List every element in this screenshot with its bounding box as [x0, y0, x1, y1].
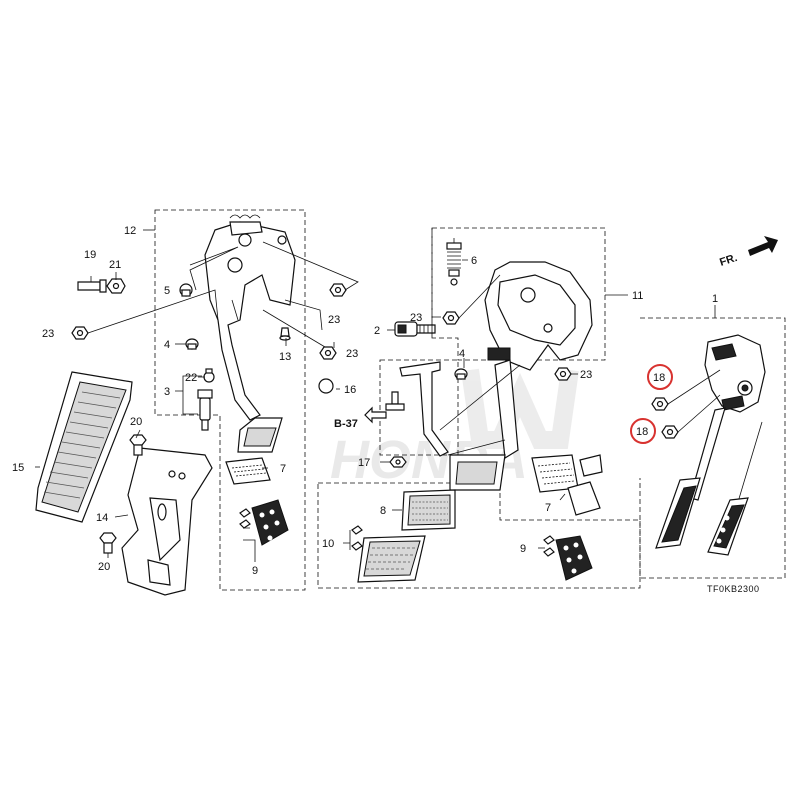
callout-4-center[interactable]: 4 — [459, 348, 465, 360]
callout-14[interactable]: 14 — [96, 512, 108, 524]
front-direction-label: FR. — [718, 252, 739, 269]
reference-arrow-b37[interactable] — [364, 406, 387, 424]
callout-7-center[interactable]: 7 — [545, 502, 551, 514]
pedal-rubber-pad-7-left[interactable] — [225, 457, 271, 485]
pedal-pad-9-left[interactable] — [239, 499, 289, 546]
pedal-bracket-11[interactable] — [449, 261, 593, 491]
pedal-rubber-pad-7-center[interactable] — [531, 454, 579, 493]
callout-15[interactable]: 15 — [12, 462, 24, 474]
spring-6[interactable] — [446, 242, 462, 286]
callout-23-center-top[interactable]: 23 — [410, 312, 422, 324]
nut-23-left[interactable] — [71, 326, 89, 340]
bolt-20-bottom[interactable] — [99, 532, 117, 554]
callout-12[interactable]: 12 — [124, 225, 136, 237]
callout-20-top[interactable]: 20 — [130, 416, 142, 428]
pedal-arm-left[interactable] — [204, 214, 296, 421]
callout-18-bottom[interactable]: 18 — [636, 426, 648, 438]
callout-8[interactable]: 8 — [380, 505, 386, 517]
callout-1[interactable]: 1 — [712, 293, 718, 305]
highlight-ring-18-top — [647, 364, 673, 390]
callout-23-mid1[interactable]: 23 — [328, 314, 340, 326]
accelerator-floor-pad[interactable] — [707, 421, 763, 556]
bushing-4-center[interactable] — [454, 368, 468, 380]
bracket-14[interactable] — [121, 447, 213, 596]
callout-5[interactable]: 5 — [164, 285, 170, 297]
callout-19[interactable]: 19 — [84, 249, 96, 261]
nut-21[interactable] — [106, 278, 126, 294]
nut-18-bottom[interactable] — [661, 425, 679, 439]
callout-17[interactable]: 17 — [358, 457, 370, 469]
cap-16[interactable] — [318, 378, 334, 394]
diagram-code: TF0KB2300 — [707, 584, 760, 594]
callout-2[interactable]: 2 — [374, 325, 380, 337]
bolt-20-top[interactable] — [129, 434, 147, 456]
brake-pedal-pad-left[interactable] — [237, 417, 283, 453]
nut-23-center-right[interactable] — [554, 367, 572, 381]
callout-11[interactable]: 11 — [632, 290, 643, 302]
callout-23-center-right[interactable]: 23 — [580, 369, 592, 381]
group-box-pads — [317, 482, 641, 589]
callout-13[interactable]: 13 — [279, 351, 291, 363]
sensor-2[interactable] — [394, 321, 436, 337]
nut-18-top[interactable] — [651, 397, 669, 411]
clip-13[interactable] — [279, 327, 291, 341]
callout-4-left[interactable]: 4 — [164, 339, 170, 351]
pedal-pad-10[interactable] — [351, 525, 426, 583]
group-box-center — [431, 227, 606, 361]
callout-6[interactable]: 6 — [471, 255, 477, 267]
floor-pad-15[interactable] — [35, 371, 133, 523]
leader-lines — [35, 229, 721, 562]
bolt-19[interactable] — [77, 279, 107, 293]
nut-23-mid1[interactable] — [329, 283, 347, 297]
callout-23-mid2[interactable]: 23 — [346, 348, 358, 360]
brake-switch-3[interactable] — [197, 368, 215, 431]
pedal-pad-9-center[interactable] — [543, 535, 593, 581]
group-box-right — [639, 317, 786, 579]
callout-20-bottom[interactable]: 20 — [98, 561, 110, 573]
accelerator-pedal-1[interactable] — [655, 334, 766, 549]
callout-9-center[interactable]: 9 — [520, 543, 526, 555]
bolt-17[interactable] — [389, 456, 407, 468]
callout-16[interactable]: 16 — [344, 384, 356, 396]
nut-23-mid2[interactable] — [319, 346, 337, 360]
pedal-pad-small-center[interactable] — [567, 454, 603, 516]
front-direction-arrow — [748, 236, 778, 256]
callout-3[interactable]: 3 — [164, 386, 170, 398]
nut-23-center-top[interactable] — [442, 311, 460, 325]
callout-18-top[interactable]: 18 — [653, 372, 665, 384]
callout-22[interactable]: 22 — [185, 372, 197, 384]
callout-7-left[interactable]: 7 — [280, 463, 286, 475]
bushing-4-left[interactable] — [185, 338, 199, 350]
callout-23-left[interactable]: 23 — [42, 328, 54, 340]
callout-21[interactable]: 21 — [109, 259, 121, 271]
reference-label-b37[interactable]: B-37 — [334, 418, 358, 430]
highlight-ring-18-bottom — [630, 418, 656, 444]
callouts: 1 2 3 4 4 5 6 7 7 8 9 9 10 11 12 13 14 1… — [12, 225, 760, 594]
bracket-arm-17[interactable] — [385, 361, 449, 457]
callout-10[interactable]: 10 — [322, 538, 334, 550]
callout-9-left[interactable]: 9 — [252, 565, 258, 577]
pedal-pad-8[interactable] — [401, 489, 456, 531]
